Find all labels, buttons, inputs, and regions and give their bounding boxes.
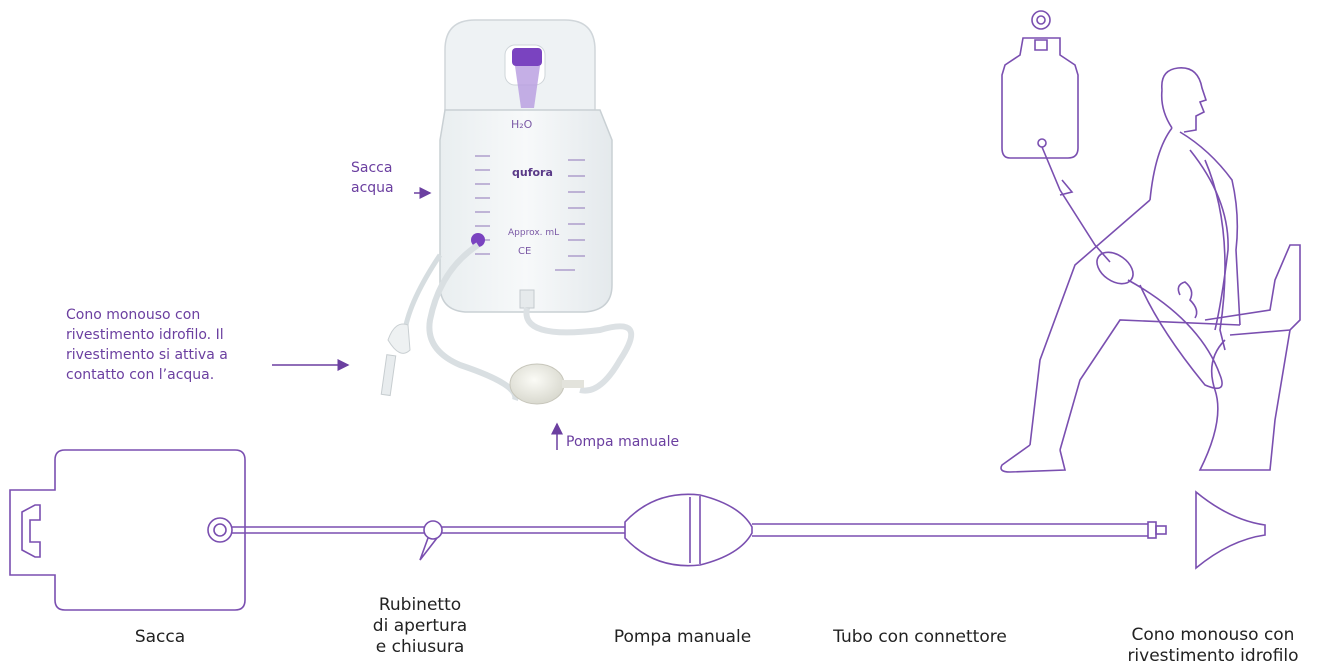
schematic-stopcock: [423, 520, 443, 540]
schematic-label-rubinetto: Rubinetto di apertura e chiusura: [372, 595, 468, 657]
seated-person-illustration: [1000, 10, 1301, 473]
cone-label: Cono monouso con rivestimento idrofilo. …: [66, 307, 228, 383]
schematic-bag: [9, 449, 246, 611]
product-bag-illustration: [380, 19, 635, 405]
bag-h2o-text: H₂O: [511, 118, 533, 131]
bag-ce-mark: CE: [518, 246, 532, 257]
schematic-label-sacca: Sacca: [134, 627, 186, 647]
schematic-label-pompa: Pompa manuale: [613, 627, 752, 647]
schematic-connector: [1147, 521, 1157, 539]
pump-label: Pompa manuale: [566, 434, 680, 450]
bag-approx-text: Approx. mL: [508, 228, 560, 238]
schematic-drawing: [9, 449, 1266, 611]
schematic-pump: [624, 493, 753, 567]
schematic-cone: [1195, 490, 1266, 570]
bag-label: Sacca acqua: [351, 160, 394, 196]
bag-brand-text: qufora: [512, 166, 553, 179]
schematic-label-tubo: Tubo con connettore: [833, 627, 1007, 647]
schematic-label-cono: Cono monouso con rivestimento idrofilo: [1127, 625, 1299, 666]
